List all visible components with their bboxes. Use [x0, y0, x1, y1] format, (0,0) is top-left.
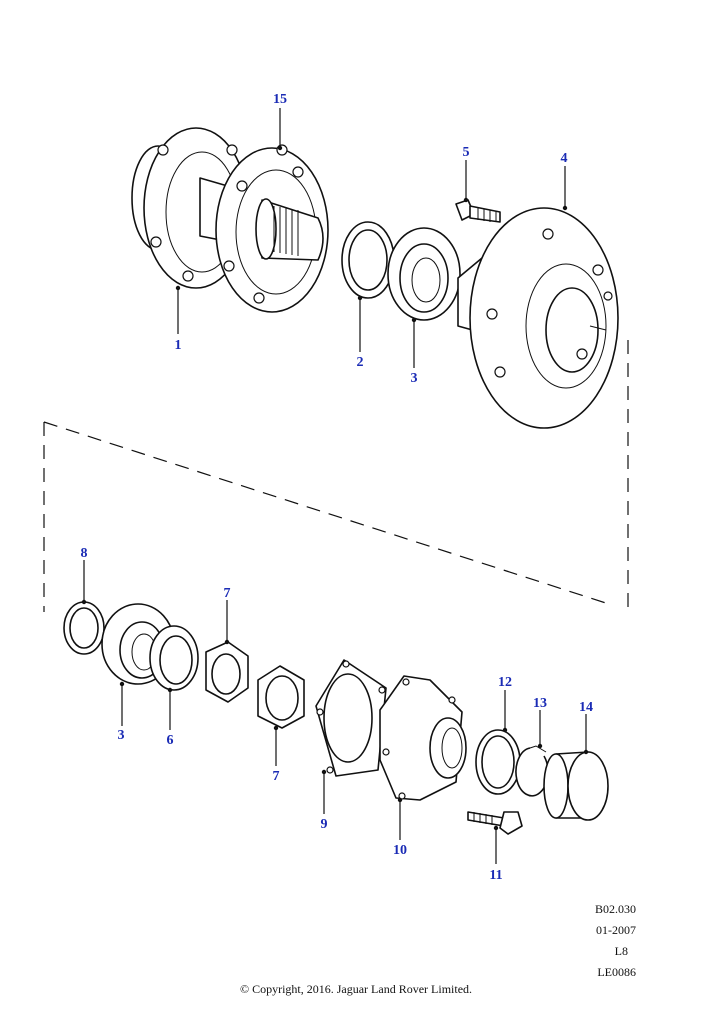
part-4-wheel-hub	[457, 207, 619, 429]
callout-11: 11	[489, 868, 502, 883]
dashed-assembly-boundary	[43, 340, 629, 612]
callout-1: 1	[175, 338, 182, 353]
part-13-circlip	[515, 745, 549, 797]
callout-12: 12	[498, 675, 512, 690]
callout-8: 8	[81, 546, 88, 561]
part-9-gasket	[315, 659, 387, 777]
callout-14: 14	[579, 700, 593, 715]
model-code: L8	[614, 944, 628, 958]
callout-7-right: 7	[273, 769, 280, 784]
part-14-hub-cap	[543, 751, 609, 821]
part-11-bolt	[467, 811, 523, 835]
part-12-shim	[475, 729, 521, 795]
reference-number: B02.030	[594, 902, 636, 916]
callout-3-lower: 3	[118, 728, 125, 743]
callout-10: 10	[393, 843, 407, 858]
part-10-drive-member	[379, 675, 467, 801]
callout-4: 4	[561, 151, 568, 166]
part-8-oil-seal	[63, 601, 105, 655]
leader-lines	[81, 108, 589, 864]
callout-15: 15	[273, 92, 287, 107]
callout-3-upper: 3	[411, 371, 418, 386]
part-7-hub-nut-right	[257, 665, 305, 729]
callout-6: 6	[167, 733, 174, 748]
part-5-wheel-stud	[455, 199, 501, 223]
part-15-stub-flange	[215, 144, 329, 313]
part-3-bearing-upper	[387, 227, 461, 321]
callout-13: 13	[533, 696, 547, 711]
callout-9: 9	[321, 817, 328, 832]
callout-2: 2	[357, 355, 364, 370]
illustration-code: LE0086	[597, 965, 636, 979]
part-2-oil-seal	[341, 221, 395, 299]
revision-date: 01-2007	[596, 923, 636, 937]
part-6-spacer	[149, 625, 199, 691]
callout-5: 5	[463, 145, 470, 160]
part-7-hub-nut-left	[205, 641, 249, 703]
copyright-notice: © Copyright, 2016. Jaguar Land Rover Lim…	[239, 982, 473, 996]
callout-7-left: 7	[224, 586, 231, 601]
